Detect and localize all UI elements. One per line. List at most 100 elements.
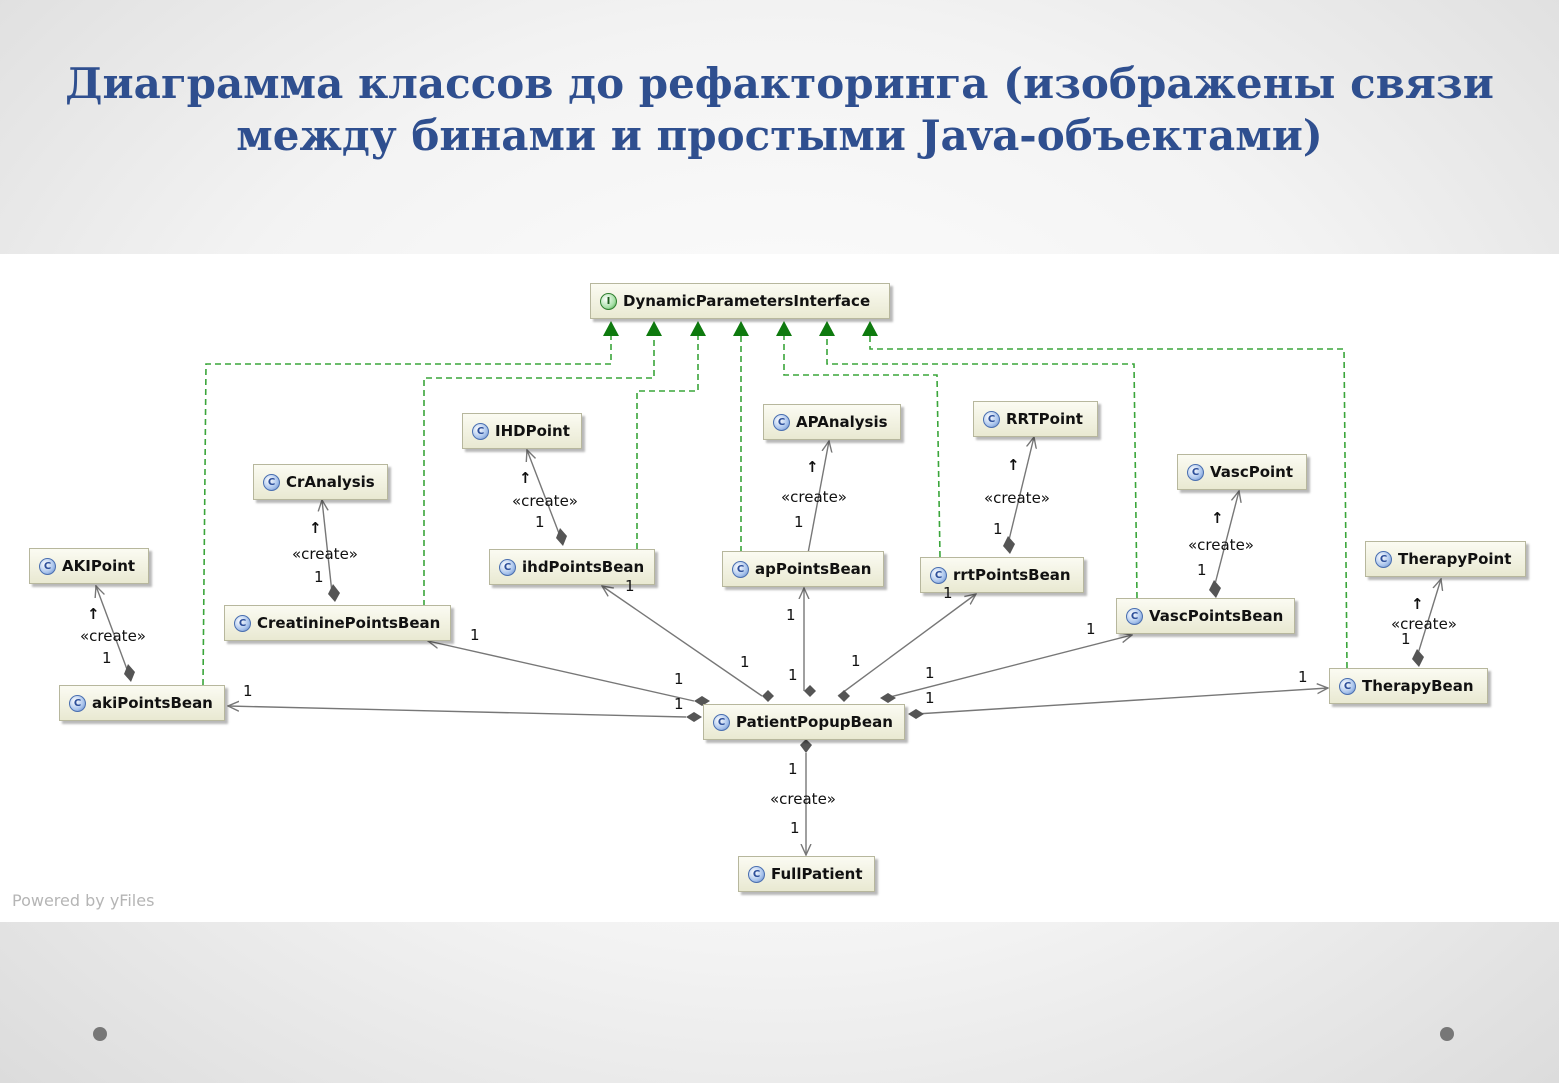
class-icon: C xyxy=(930,566,947,584)
multiplicity: 1 xyxy=(674,670,684,688)
class-icon: C xyxy=(263,473,280,491)
class-name: TherapyBean xyxy=(1362,677,1474,695)
diagram-connectors xyxy=(0,321,1559,922)
class-vascpoint[interactable]: C VascPoint xyxy=(1177,454,1307,490)
create-stereotype: «create» xyxy=(770,790,836,808)
multiplicity: 1 xyxy=(740,653,750,671)
powered-by-label: Powered by yFiles xyxy=(12,891,155,910)
class-therapypoint[interactable]: C TherapyPoint xyxy=(1365,541,1526,577)
class-name: TherapyPoint xyxy=(1398,550,1512,568)
composition-diamond xyxy=(800,739,812,753)
interface-icon: I xyxy=(600,292,617,310)
realization-ihdpointsbean xyxy=(636,335,699,549)
assoc-creatinine-cranalysis xyxy=(322,500,333,594)
class-therapybean[interactable]: C TherapyBean xyxy=(1329,668,1488,704)
realization-arrowhead xyxy=(819,321,835,336)
multiplicity: 1 xyxy=(314,568,324,586)
composition-diamond xyxy=(556,528,567,546)
class-icon: C xyxy=(472,422,489,440)
create-stereotype: «create» xyxy=(292,545,358,563)
multiplicity: 1 xyxy=(794,513,804,531)
class-patientpopupbean[interactable]: C PatientPopupBean xyxy=(703,704,905,740)
multiplicity: 1 xyxy=(102,649,112,667)
class-icon: C xyxy=(499,558,516,576)
class-cranalysis[interactable]: C CrAnalysis xyxy=(253,464,388,500)
class-apanalysis[interactable]: C APAnalysis xyxy=(763,404,901,440)
class-icon: C xyxy=(773,413,790,431)
class-icon: C xyxy=(69,694,86,712)
assoc-popup-ihdpointsbean xyxy=(602,586,763,697)
class-akipoint[interactable]: C AKIPoint xyxy=(29,548,149,584)
class-name: apPointsBean xyxy=(755,560,872,578)
slide-title: Диаграмма классов до рефакторинга (изобр… xyxy=(0,58,1559,162)
multiplicity: 1 xyxy=(993,520,1003,538)
realization-arrowhead xyxy=(690,321,706,336)
create-stereotype: «create» xyxy=(1391,615,1457,633)
class-icon: C xyxy=(1187,463,1204,481)
realization-rrtpointsbean xyxy=(783,335,941,558)
class-icon: C xyxy=(732,560,749,578)
composition-diamond xyxy=(686,712,702,722)
class-icon: C xyxy=(1375,550,1392,568)
composition-diamond xyxy=(1412,649,1424,667)
arrow-up-icon: ↑ xyxy=(1007,456,1020,474)
class-fullpatient[interactable]: C FullPatient xyxy=(738,856,875,892)
class-name: DynamicParametersInterface xyxy=(623,292,871,310)
assoc-appointsbean-apanalysis xyxy=(805,441,829,565)
class-icon: C xyxy=(39,557,56,575)
class-ihdpointsbean[interactable]: C ihdPointsBean xyxy=(489,549,655,585)
class-icon: C xyxy=(748,865,765,883)
class-diagram: I DynamicParametersInterface C IHDPoint … xyxy=(0,254,1559,922)
multiplicity: 1 xyxy=(925,664,935,682)
multiplicity: 1 xyxy=(1197,561,1207,579)
class-akipointsbean[interactable]: C akiPointsBean xyxy=(59,685,225,721)
composition-diamond xyxy=(1209,580,1221,598)
assoc-vascpointsbean-vascpoint xyxy=(1213,491,1239,589)
composition-diamond xyxy=(124,664,135,682)
assoc-akipointsbean-akipoint xyxy=(96,586,129,673)
arrow-up-icon: ↑ xyxy=(1411,595,1424,613)
class-dynamic-parameters-interface[interactable]: I DynamicParametersInterface xyxy=(590,283,890,319)
class-name: AKIPoint xyxy=(62,557,136,575)
class-rrtpointsbean[interactable]: C rrtPointsBean xyxy=(920,557,1084,593)
multiplicity: 1 xyxy=(243,682,253,700)
multiplicity: 1 xyxy=(788,760,798,778)
assoc-popup-creatininepointsbean xyxy=(428,641,695,702)
assoc-rrtpointsbean-rrtpoint xyxy=(1007,437,1034,545)
assoc-popup-rrtpointsbean xyxy=(837,594,976,697)
multiplicity: 1 xyxy=(470,626,480,644)
composition-diamond xyxy=(1003,536,1015,554)
realization-creatininepointsbean xyxy=(423,335,655,606)
composition-diamond xyxy=(762,690,774,702)
class-appointsbean[interactable]: C apPointsBean xyxy=(722,551,884,587)
realization-akipointsbean xyxy=(202,335,612,686)
class-rrtpoint[interactable]: C RRTPoint xyxy=(973,401,1098,437)
multiplicity: 1 xyxy=(925,689,935,707)
multiplicity: 1 xyxy=(625,577,635,595)
class-icon: C xyxy=(1126,607,1143,625)
realization-arrowhead xyxy=(603,321,619,336)
composition-diamond xyxy=(880,693,896,703)
multiplicity: 1 xyxy=(1401,630,1411,648)
realization-arrowhead xyxy=(733,321,749,336)
realization-arrowhead xyxy=(776,321,792,336)
composition-diamond xyxy=(908,709,924,719)
class-icon: C xyxy=(983,410,1000,428)
arrow-up-icon: ↑ xyxy=(1211,509,1224,527)
multiplicity: 1 xyxy=(535,513,545,531)
class-name: IHDPoint xyxy=(495,422,570,440)
class-name: akiPointsBean xyxy=(92,694,213,712)
class-ihdpoint[interactable]: C IHDPoint xyxy=(462,413,582,449)
multiplicity: 1 xyxy=(786,606,796,624)
class-name: PatientPopupBean xyxy=(736,713,893,731)
class-vascpointsbean[interactable]: C VascPointsBean xyxy=(1116,598,1295,634)
class-name: FullPatient xyxy=(771,865,863,883)
assoc-popup-vascpointsbean xyxy=(885,635,1132,699)
class-creatininepointsbean[interactable]: C CreatininePointsBean xyxy=(224,605,451,641)
create-stereotype: «create» xyxy=(80,627,146,645)
arrow-up-icon: ↑ xyxy=(519,469,532,487)
multiplicity: 1 xyxy=(943,584,953,602)
create-stereotype: «create» xyxy=(1188,536,1254,554)
realization-arrowhead xyxy=(646,321,662,336)
class-name: rrtPointsBean xyxy=(953,566,1071,584)
